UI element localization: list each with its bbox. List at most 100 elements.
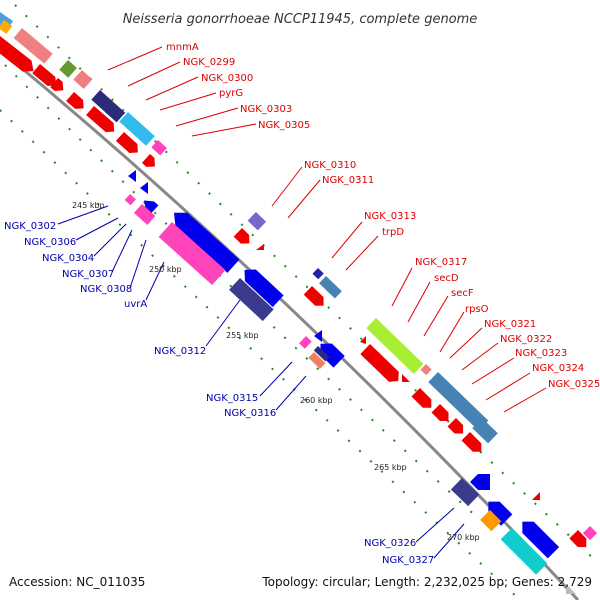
gene-label-NGK_0304[interactable]: NGK_0304 bbox=[42, 253, 94, 264]
map-title: Neisseria gonorrhoeae NCCP11945, complet… bbox=[123, 12, 478, 27]
feature-red-arrow-12[interactable] bbox=[431, 404, 453, 425]
feature-red-arrow-14[interactable] bbox=[461, 432, 486, 456]
feature-NGK_0304[interactable] bbox=[124, 194, 136, 206]
gene-label-NGK_0316[interactable]: NGK_0316 bbox=[224, 408, 276, 419]
feature-red-marker-1[interactable] bbox=[256, 244, 264, 250]
reverse-strand-features bbox=[0, 12, 576, 594]
feature-red-arrow-3[interactable] bbox=[50, 78, 67, 95]
inner-tick-ring-b bbox=[0, 109, 521, 600]
feature-NGK_0316[interactable] bbox=[308, 352, 326, 369]
gene-label-NGK_0305[interactable]: NGK_0305 bbox=[258, 120, 310, 131]
gene-label-NGK_0310[interactable]: NGK_0310 bbox=[304, 160, 356, 171]
gene-label-NGK_0307[interactable]: NGK_0307 bbox=[62, 269, 114, 280]
feature-NGK_0313[interactable] bbox=[312, 268, 324, 280]
feature-secF[interactable] bbox=[428, 372, 489, 431]
feature-NGK_0312[interactable] bbox=[229, 278, 274, 322]
gene-label-pyrG[interactable]: pyrG bbox=[219, 88, 243, 99]
feature-red-arrow-1[interactable] bbox=[0, 36, 38, 77]
feature-trpD[interactable] bbox=[319, 276, 342, 299]
feature-rpsO[interactable] bbox=[472, 418, 498, 444]
feature-NGK_0300[interactable] bbox=[91, 90, 126, 123]
gene-label-NGK_0325[interactable]: NGK_0325 bbox=[548, 379, 600, 390]
reverse-gene-labels: NGK_0302 NGK_0306 NGK_0304 NGK_0307 NGK_… bbox=[4, 221, 434, 566]
gene-label-NGK_0313[interactable]: NGK_0313 bbox=[364, 211, 416, 222]
gene-label-NGK_0326[interactable]: NGK_0326 bbox=[364, 538, 416, 549]
feature-blue-arrow-3[interactable] bbox=[470, 474, 490, 490]
gene-label-NGK_0312[interactable]: NGK_0312 bbox=[154, 346, 206, 357]
gene-label-NGK_0306[interactable]: NGK_0306 bbox=[24, 237, 76, 248]
tick-rings bbox=[0, 4, 596, 600]
feature-edge-orange[interactable] bbox=[0, 20, 13, 34]
inner-tick-ring-a bbox=[4, 64, 481, 521]
feature-red-arrow-11[interactable] bbox=[411, 388, 436, 412]
scale-label-245: 245 kbp bbox=[72, 201, 105, 210]
feature-NGK_0315[interactable] bbox=[299, 336, 312, 349]
feature-NGK_0327[interactable] bbox=[480, 510, 502, 532]
gene-label-trpD[interactable]: trpD bbox=[382, 227, 404, 238]
gene-label-NGK_0300[interactable]: NGK_0300 bbox=[201, 73, 253, 84]
feature-NGK_0299[interactable] bbox=[73, 70, 93, 90]
feature-pyrG[interactable] bbox=[119, 112, 155, 146]
feature-NGK_0326[interactable] bbox=[450, 478, 480, 507]
feature-NGK_0306-arrow[interactable] bbox=[140, 182, 148, 194]
feature-mnmA[interactable] bbox=[13, 27, 53, 64]
gene-label-NGK_0308[interactable]: NGK_0308 bbox=[80, 284, 132, 295]
feature-green-block[interactable] bbox=[59, 60, 77, 78]
gene-label-NGK_0322[interactable]: NGK_0322 bbox=[500, 334, 552, 345]
feature-blue-small[interactable] bbox=[314, 330, 322, 342]
feature-red-arrow-2[interactable] bbox=[32, 64, 60, 90]
scale-label-250: 250 kbp bbox=[149, 265, 182, 274]
gene-label-NGK_0299[interactable]: NGK_0299 bbox=[183, 57, 235, 68]
feature-blue-arrow-2[interactable] bbox=[315, 338, 345, 368]
gene-label-mnmA[interactable]: mnmA bbox=[166, 42, 199, 53]
gene-label-rpsO[interactable]: rpsO bbox=[465, 304, 489, 315]
feature-uvrA[interactable] bbox=[168, 206, 240, 273]
feature-red-arrow-9[interactable] bbox=[303, 286, 328, 310]
feature-grey-edge[interactable] bbox=[566, 584, 576, 594]
outer-tick-ring bbox=[14, 4, 596, 561]
gene-label-uvrA[interactable]: uvrA bbox=[124, 299, 147, 310]
gene-label-NGK_0323[interactable]: NGK_0323 bbox=[515, 348, 567, 359]
gene-label-NGK_0324[interactable]: NGK_0324 bbox=[532, 363, 584, 374]
feature-NGK_0316-a[interactable] bbox=[313, 346, 330, 362]
feature-red-arrow-8[interactable] bbox=[233, 228, 254, 248]
gene-label-NGK_0302[interactable]: NGK_0302 bbox=[4, 221, 56, 232]
gene-label-secF[interactable]: secF bbox=[451, 288, 474, 299]
feature-NGK_0308[interactable] bbox=[133, 204, 156, 225]
feature-red-marker-2[interactable] bbox=[360, 336, 366, 344]
gene-label-NGK_0317[interactable]: NGK_0317 bbox=[415, 257, 467, 268]
feature-red-marker-3[interactable] bbox=[402, 374, 410, 382]
gene-label-NGK_0327[interactable]: NGK_0327 bbox=[382, 555, 434, 566]
gene-label-NGK_0315[interactable]: NGK_0315 bbox=[206, 393, 258, 404]
feature-red-arrow-6[interactable] bbox=[115, 132, 142, 157]
scale-labels: 245 kbp 250 kbp 255 kbp 260 kbp 265 kbp … bbox=[72, 201, 480, 542]
scale-label-265: 265 kbp bbox=[374, 463, 407, 472]
feature-red-arrow-13[interactable] bbox=[447, 418, 468, 438]
feature-NGK_0325-marker[interactable] bbox=[532, 492, 540, 500]
feature-blue-arrow-5[interactable] bbox=[517, 516, 560, 559]
feature-secD[interactable] bbox=[420, 364, 432, 376]
accession-text: Accession: NC_011035 bbox=[9, 575, 145, 589]
feature-red-arrow-4[interactable] bbox=[66, 92, 87, 113]
feature-red-arrow-15[interactable] bbox=[569, 530, 590, 551]
gene-label-NGK_0311[interactable]: NGK_0311 bbox=[322, 175, 374, 186]
feature-cyan-block[interactable] bbox=[500, 528, 548, 575]
gene-label-NGK_0303[interactable]: NGK_0303 bbox=[240, 104, 292, 115]
feature-NGK_0310[interactable] bbox=[247, 212, 267, 231]
feature-blue-arrow-4[interactable] bbox=[483, 496, 513, 526]
feature-red-arrow-7[interactable] bbox=[141, 154, 159, 171]
gene-label-NGK_0321[interactable]: NGK_0321 bbox=[484, 319, 536, 330]
feature-blue-arrow-mid[interactable] bbox=[239, 264, 284, 308]
feature-red-arrow-5[interactable] bbox=[86, 106, 118, 136]
feature-red-arrow-10[interactable] bbox=[360, 344, 403, 386]
feature-NGK_0317[interactable] bbox=[366, 318, 424, 374]
scale-label-260: 260 kbp bbox=[300, 396, 333, 405]
feature-pink-long[interactable] bbox=[158, 222, 226, 286]
gene-label-secD[interactable]: secD bbox=[434, 273, 459, 284]
scale-label-255: 255 kbp bbox=[226, 331, 259, 340]
feature-NGK_0303[interactable] bbox=[151, 140, 167, 156]
feature-NGK_0302-arrow[interactable] bbox=[128, 170, 136, 182]
forward-gene-labels: mnmA NGK_0299 NGK_0300 pyrG NGK_0303 NGK… bbox=[166, 42, 600, 390]
leader-lines bbox=[57, 46, 547, 559]
